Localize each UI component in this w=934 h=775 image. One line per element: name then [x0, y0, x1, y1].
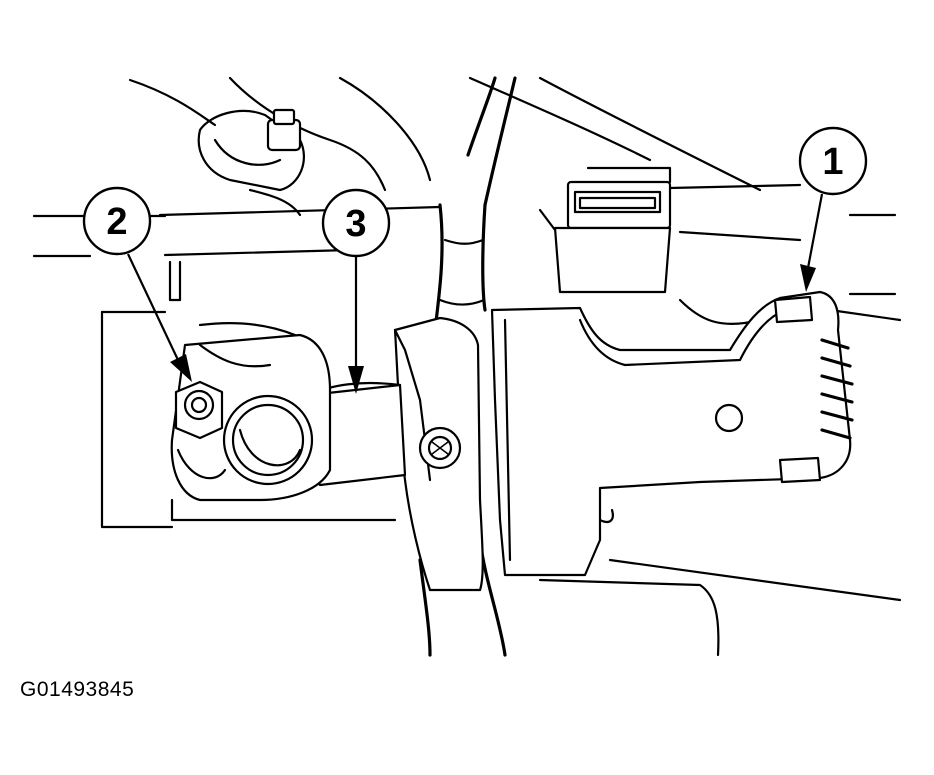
bolt-2 [174, 380, 224, 440]
callout-2-arrowhead [170, 354, 192, 382]
callout-2-leader [127, 253, 179, 361]
callout-3: 3 [321, 188, 391, 394]
mount-boss [170, 321, 332, 502]
callout-2-circle [82, 186, 152, 256]
callout-1-circle [798, 126, 868, 196]
control-module [490, 290, 854, 577]
callout-2: 2 [82, 186, 192, 382]
callout-3-arrowhead [348, 366, 364, 394]
background-structure [32, 76, 902, 657]
callout-1-number: 1 [822, 141, 843, 183]
connector-pins [820, 338, 854, 440]
callout-3-circle [321, 188, 391, 258]
callout-1-leader [806, 193, 824, 269]
figure-id: G01493845 [20, 678, 135, 701]
bracket [300, 316, 484, 592]
upper-connector [538, 166, 672, 294]
callout-1: 1 [798, 126, 868, 292]
upper-hose-stud [197, 108, 305, 217]
callout-1-arrowhead [800, 264, 816, 292]
callout-2-number: 2 [106, 201, 127, 243]
callout-3-number: 3 [345, 203, 366, 245]
